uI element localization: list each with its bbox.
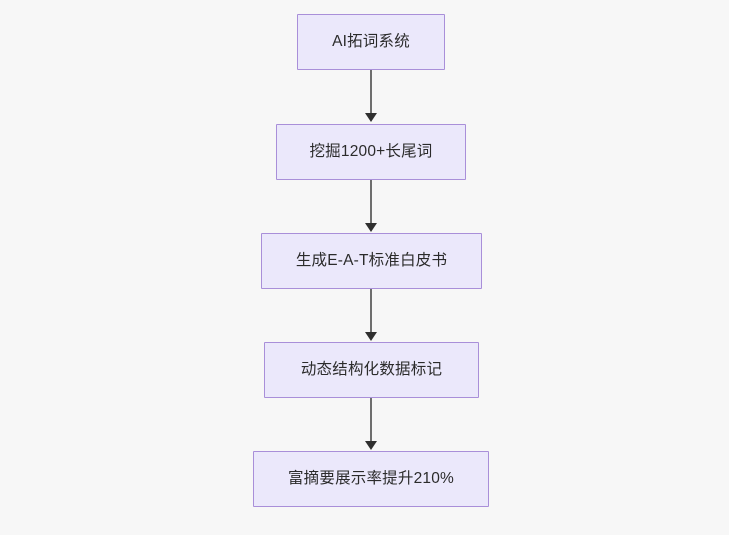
flowchart-node-n3[interactable]: 生成E-A-T标准白皮书	[261, 233, 482, 289]
flowchart-node-label: 动态结构化数据标记	[300, 360, 443, 378]
flowchart-edge-n3-n4	[370, 289, 372, 334]
flowchart-edge-n4-n5	[370, 398, 372, 443]
flowchart-node-n1[interactable]: AI拓词系统	[297, 14, 445, 70]
flowchart-node-n4[interactable]: 动态结构化数据标记	[264, 342, 479, 398]
flowchart-node-label: 挖掘1200+长尾词	[309, 142, 433, 160]
flowchart-node-label: 富摘要展示率提升210%	[287, 469, 455, 487]
flowchart-node-n2[interactable]: 挖掘1200+长尾词	[276, 124, 466, 180]
flowchart-node-n5[interactable]: 富摘要展示率提升210%	[253, 451, 489, 507]
arrow-head-icon	[365, 223, 377, 232]
arrow-head-icon	[365, 332, 377, 341]
flowchart-edge-n2-n3	[370, 180, 372, 225]
flowchart-node-label: 生成E-A-T标准白皮书	[295, 251, 448, 269]
flowchart-node-label: AI拓词系统	[332, 32, 410, 50]
arrow-head-icon	[365, 113, 377, 122]
flowchart-edge-n1-n2	[370, 70, 372, 115]
arrow-head-icon	[365, 441, 377, 450]
